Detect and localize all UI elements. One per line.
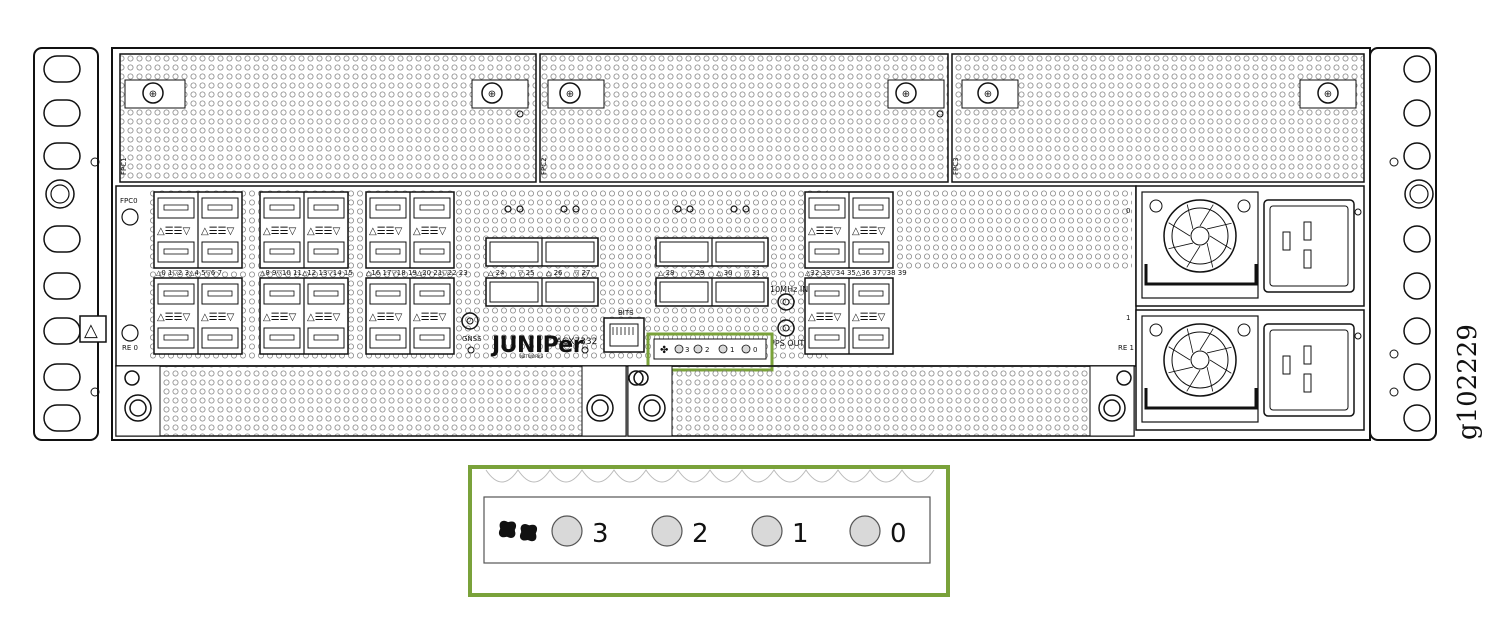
- qsfp-label-30: △ 30: [716, 269, 733, 277]
- sfp-cage-block: △☰☰▽ △☰☰▽: [804, 191, 894, 269]
- fan-led-label-3: 3: [592, 519, 609, 549]
- rack-ear-left: [33, 47, 100, 441]
- psu0-label: 0: [1126, 207, 1130, 215]
- re0-label: RE 0: [122, 344, 138, 352]
- fan-led-1: [751, 515, 783, 547]
- port-direction-label: △☰☰▽: [808, 226, 842, 237]
- port-direction-label: △☰☰▽: [413, 312, 447, 323]
- timing-connectors: GNSS 10MHz IN PPS OUT BITS JUNIPer NETWO…: [461, 285, 808, 359]
- port-labels-16-23: △16 17▽18 19△20 21▽22 23: [366, 269, 468, 277]
- fan-led-3: [551, 515, 583, 547]
- svg-text:⊕: ⊕: [488, 89, 496, 100]
- sfp-cage-block: △☰☰▽ △☰☰▽: [259, 277, 349, 355]
- port-direction-label: △☰☰▽: [852, 226, 886, 237]
- port-direction-label: △☰☰▽: [157, 226, 191, 237]
- port-direction-label: △☰☰▽: [201, 226, 235, 237]
- routing-engines: RE 0 RE 1: [115, 344, 1135, 437]
- sfp-cage-block: △☰☰▽ △☰☰▽: [365, 277, 455, 355]
- warning-icon: △: [84, 320, 98, 341]
- port-direction-label: △☰☰▽: [413, 226, 447, 237]
- brand-subtitle: NETWORKS: [520, 354, 543, 359]
- port-direction-label: △☰☰▽: [808, 312, 842, 323]
- fpc2-label: FPC2: [540, 157, 548, 175]
- fpc1-label: FPC1: [120, 157, 128, 175]
- qsfp-label-28: △ 28: [658, 269, 675, 277]
- port-direction-label: △☰☰▽: [307, 226, 341, 237]
- port-labels-32-39: △32 33▽34 35△36 37▽38 39: [805, 269, 907, 277]
- led-label-small-0: 0: [753, 346, 757, 354]
- psu1-label: 1: [1126, 314, 1130, 322]
- led-label-small-2: 2: [705, 346, 709, 354]
- qsfp-label-26: △ 26: [546, 269, 563, 277]
- fan-leds: [551, 515, 881, 547]
- svg-text:⊕: ⊕: [1324, 89, 1332, 100]
- fan-led-label-0: 0: [890, 519, 907, 549]
- sfp-cage-block: △☰☰▽ △☰☰▽: [804, 277, 894, 355]
- fan-led-2: [651, 515, 683, 547]
- port-labels-0-7: △0 1▽2 3△4 5▽6 7: [156, 269, 222, 277]
- led-label-small-1: 1: [730, 346, 734, 354]
- qsfp-label-31: ▽ 31: [744, 269, 761, 277]
- power-supplies: [1135, 185, 1365, 431]
- svg-text:⊕: ⊕: [984, 89, 992, 100]
- re1-label: RE 1: [1118, 344, 1134, 352]
- fan-led-label-2: 2: [692, 519, 709, 549]
- gnss-label: GNSS: [462, 335, 482, 343]
- qsfp-label-29: ▽ 29: [688, 269, 705, 277]
- model-label: ACX7332: [556, 337, 597, 347]
- sfp-cage-block: △☰☰▽ △☰☰▽: [153, 277, 243, 355]
- port-number-labels: △0 1▽2 3△4 5▽6 7 △8 9▽10 11△12 13▽14 15 …: [156, 269, 907, 277]
- sfp-port-cages: △☰☰▽△☰☰▽△☰☰▽△☰☰▽△☰☰▽△☰☰▽△☰☰▽△☰☰▽△☰☰▽△☰☰▽…: [153, 191, 894, 355]
- qsfp-label-25: ▽ 25: [518, 269, 535, 277]
- port-direction-label: △☰☰▽: [157, 312, 191, 323]
- brand-logo: JUNIPer: [490, 333, 584, 358]
- led-label-small-3: 3: [685, 346, 689, 354]
- pps-out-label: PPS OUT: [770, 339, 804, 348]
- bits-label: BITS: [618, 309, 634, 317]
- fan-icon: [498, 520, 538, 542]
- 10mhz-in-label: 10MHz IN: [770, 285, 808, 294]
- fan-led-label-1: 1: [792, 519, 809, 549]
- fpc0-label: FPC0: [120, 197, 138, 205]
- psu-0: [1135, 185, 1365, 307]
- sfp-cage-block: △☰☰▽ △☰☰▽: [153, 191, 243, 269]
- port-direction-label: △☰☰▽: [263, 226, 297, 237]
- qsfp-ports: △ 24 ▽ 25 △ 26 ▽ 27 △ 28 ▽ 29 △ 30 ▽ 31: [485, 205, 769, 307]
- port-direction-label: △☰☰▽: [307, 312, 341, 323]
- psu-1: [1135, 309, 1365, 431]
- port-direction-label: △☰☰▽: [852, 312, 886, 323]
- svg-text:⊕: ⊕: [902, 89, 910, 100]
- qsfp-label-24: △ 24: [488, 269, 505, 277]
- fpc-slots-top: ⊕ ⊕ ⊕ ⊕ ⊕ ⊕ FPC1 FPC2 FPC3: [119, 53, 1365, 183]
- port-direction-label: △☰☰▽: [263, 312, 297, 323]
- sfp-cage-block: △☰☰▽ △☰☰▽: [365, 191, 455, 269]
- port-direction-label: △☰☰▽: [369, 312, 403, 323]
- port-direction-label: △☰☰▽: [201, 312, 235, 323]
- fan-status-callout-large: 3 2 1 0: [468, 465, 950, 597]
- svg-text:⊕: ⊕: [566, 89, 574, 100]
- rack-ear-right: [1369, 47, 1437, 441]
- fpc3-label: FPC3: [952, 157, 960, 175]
- qsfp-label-27: ▽ 27: [574, 269, 591, 277]
- warning-badge: [79, 315, 107, 343]
- fan-led-0: [849, 515, 881, 547]
- sfp-cage-block: △☰☰▽ △☰☰▽: [259, 191, 349, 269]
- fan-icon-small: ✤: [660, 345, 668, 356]
- fan-status-callout-small: ✤ 3 2 1 0: [646, 332, 774, 372]
- port-labels-8-15: △8 9▽10 11△12 13▽14 15: [260, 269, 353, 277]
- svg-text:⊕: ⊕: [149, 89, 157, 100]
- figure-id: g102229: [1453, 324, 1483, 440]
- port-direction-label: △☰☰▽: [369, 226, 403, 237]
